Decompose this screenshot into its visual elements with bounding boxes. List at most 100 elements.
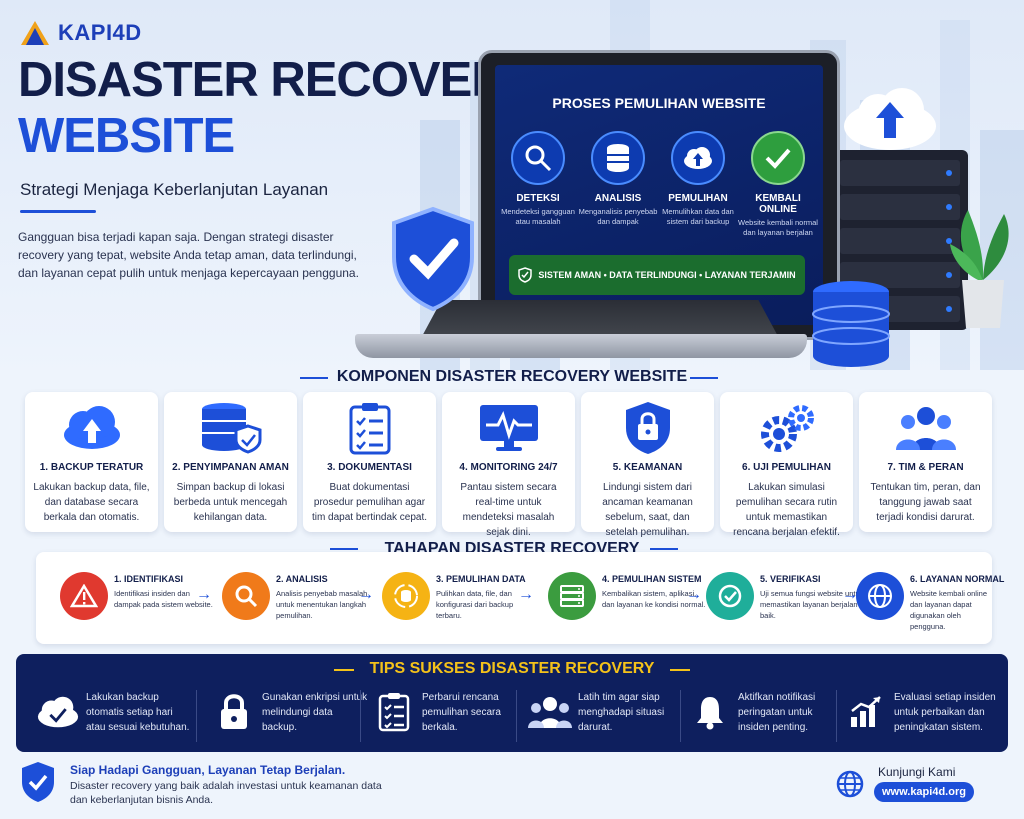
screen-step-desc: Memulihkan data dan sistem dari backup: [662, 207, 734, 226]
stage-pemulihan-sistem: 4. PEMULIHAN SISTEM Kembalikan sistem, a…: [548, 564, 705, 634]
component-card-monitoring: 4. MONITORING 24/7 Pantau sistem secara …: [442, 392, 575, 538]
accent-divider: [20, 210, 96, 213]
screen-step-label: DETEKSI: [516, 193, 560, 204]
component-card-desc: Tentukan tim, peran, dan tanggung jawab …: [870, 482, 981, 523]
section-divider-right: [650, 548, 678, 550]
component-card-dokumentasi: 3. DOKUMENTASI Buat dokumentasi prosedur…: [303, 392, 436, 532]
component-card-desc: Lindungi sistem dari ancaman keamanan se…: [602, 482, 693, 538]
magnifier-icon: [511, 131, 565, 185]
globe-icon: [856, 572, 904, 620]
komponen-heading: KOMPONEN DISASTER RECOVERY WEBSITE: [0, 368, 1024, 386]
stage-layanan-normal: 6. LAYANAN NORMAL Website kembali online…: [856, 564, 1006, 634]
warning-icon: [60, 572, 108, 620]
check-circle-icon: [706, 572, 754, 620]
tip-text: Aktifkan notifikasi peringatan untuk ins…: [738, 692, 816, 733]
tip-item: Aktifkan notifikasi peringatan untuk ins…: [688, 684, 844, 744]
tips-divider-right: [670, 669, 690, 671]
section-divider-left: [300, 377, 328, 379]
stage-identifikasi: 1. IDENTIFIKASI Identifikasi insiden dan…: [60, 564, 213, 634]
page-title-line1: DISASTER RECOVERY: [18, 53, 537, 107]
component-card-desc: Lakukan simulasi pemulihan secara rutin …: [733, 482, 840, 538]
website-link[interactable]: www.kapi4d.org: [874, 782, 974, 802]
tip-text: Latih tim agar siap menghadapi situasi d…: [578, 692, 665, 733]
cloud-upload-icon: [844, 88, 936, 150]
screen-step-analisis: ANALISIS Menganalisis penyebab dan dampa…: [577, 131, 659, 227]
arrow-right-icon: →: [358, 586, 374, 603]
monitor-pulse-icon: [479, 405, 538, 451]
stage-desc: Identifikasi insiden dan dampak pada sis…: [114, 589, 213, 609]
component-card-title: 7. TIM & PERAN: [887, 462, 964, 473]
tip-separator: [516, 690, 517, 742]
component-card-title: 4. MONITORING 24/7: [459, 462, 558, 473]
visit-label: Kunjungi Kami: [878, 765, 956, 779]
chart-up-icon: [844, 690, 888, 734]
stage-analisis: 2. ANALISIS Analisis penyebab masalah un…: [222, 564, 372, 634]
section-divider-right: [690, 377, 718, 379]
team-icon: [528, 690, 572, 734]
magnifier-icon: [222, 572, 270, 620]
component-card-keamanan: 5. KEAMANAN Lindungi sistem dari ancaman…: [581, 392, 714, 538]
shield-check-icon: [518, 267, 533, 283]
brand-name: KAPI4D: [58, 20, 142, 45]
screen-step-label: PEMULIHAN: [668, 193, 728, 204]
shield-check-icon: [22, 762, 54, 802]
tip-separator: [680, 690, 681, 742]
team-icon: [895, 407, 956, 450]
component-card-title: 6. UJI PEMULIHAN: [742, 462, 831, 473]
stage-desc: Analisis penyebab masalah untuk menentuk…: [276, 589, 368, 620]
tip-text: Gunakan enkripsi untuk melindungi data b…: [262, 692, 368, 733]
server-icon: [548, 572, 596, 620]
brand-logo[interactable]: KAPI4D: [20, 20, 142, 46]
tip-item: Evaluasi setiap insiden untuk perbaikan …: [844, 684, 1000, 744]
component-card-title: 1. BACKUP TERATUR: [39, 462, 144, 473]
laptop-base: [355, 334, 807, 358]
screen-step-pemulihan: PEMULIHAN Memulihkan data dan sistem dar…: [657, 131, 739, 227]
footer-tagline: Siap Hadapi Gangguan, Layanan Tetap Berj…: [70, 763, 346, 777]
component-card-title: 5. KEAMANAN: [612, 462, 683, 473]
komponen-heading-text: KOMPONEN DISASTER RECOVERY WEBSITE: [336, 368, 688, 385]
screen-step-deteksi: DETEKSI Mendeteksi gangguan atau masalah: [497, 131, 579, 227]
check-icon: [751, 131, 805, 185]
database-shield-icon: [201, 403, 261, 454]
intro-paragraph: Gangguan bisa terjadi kapan saja. Dengan…: [18, 230, 359, 280]
stage-title: 1. IDENTIFIKASI: [114, 574, 184, 584]
stage-title: 2. ANALISIS: [276, 574, 328, 584]
footer-description: Disaster recovery yang baik adalah inves…: [70, 780, 382, 806]
globe-icon: [836, 770, 864, 798]
component-card-tim: 7. TIM & PERAN Tentukan tim, peran, dan …: [859, 392, 992, 532]
laptop-keyboard: [420, 300, 780, 340]
tip-item: Gunakan enkripsi untuk melindungi data b…: [212, 684, 368, 744]
security-banner: SISTEM AMAN • DATA TERLINDUNGI • LAYANAN…: [509, 255, 805, 295]
screen-step-desc: Menganalisis penyebab dan dampak: [578, 207, 658, 226]
section-divider-left: [330, 548, 358, 550]
component-card-desc: Lakukan backup data, file, dan database …: [33, 482, 150, 523]
stage-verifikasi: 5. VERIFIKASI Uji semua fungsi website u…: [706, 564, 863, 634]
component-card-penyimpanan: 2. PENYIMPANAN AMAN Simpan backup di lok…: [164, 392, 297, 532]
arrow-right-icon: →: [686, 586, 702, 603]
cloud-upload-icon: [671, 131, 725, 185]
bell-icon: [688, 690, 732, 734]
stage-title: 6. LAYANAN NORMAL: [910, 574, 1005, 584]
stage-title: 4. PEMULIHAN SISTEM: [602, 574, 702, 584]
lock-icon: [212, 690, 256, 734]
tip-text: Evaluasi setiap insiden untuk perbaikan …: [894, 692, 996, 733]
screen-step-desc: Mendeteksi gangguan atau masalah: [501, 207, 575, 226]
screen-step-label: ANALISIS: [594, 193, 642, 204]
component-card-title: 3. DOKUMENTASI: [327, 462, 412, 473]
recovery-process-screen: PROSES PEMULIHAN WEBSITE DETEKSI Mendete…: [495, 65, 823, 325]
tip-text: Perbarui rencana pemulihan secara berkal…: [422, 692, 501, 733]
screen-title: PROSES PEMULIHAN WEBSITE: [552, 95, 766, 111]
tip-item: Lakukan backup otomatis setiap hari atau…: [36, 684, 192, 744]
tips-heading: TIPS SUKSES DISASTER RECOVERY: [369, 660, 655, 677]
page-title-line2: WEBSITE: [18, 109, 235, 163]
checklist-icon: [349, 403, 390, 455]
tip-item: Latih tim agar siap menghadapi situasi d…: [528, 684, 684, 744]
kapi4d-logo-icon: [21, 21, 49, 45]
cloud-check-icon: [36, 690, 80, 734]
plant-decoration: [950, 210, 1009, 328]
tip-separator: [836, 690, 837, 742]
database-icon: [591, 131, 645, 185]
arrow-right-icon: →: [196, 586, 212, 603]
arrow-right-icon: →: [518, 586, 534, 603]
checklist-icon: [372, 690, 416, 734]
